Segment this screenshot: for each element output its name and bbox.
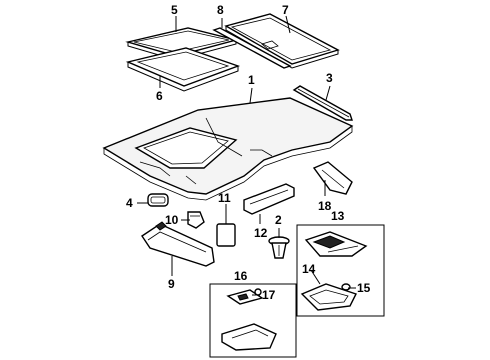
callout-16: 16 xyxy=(234,269,248,283)
part-2-push-clip xyxy=(268,236,290,259)
part-4-pad xyxy=(147,193,169,207)
callout-labels: 5 8 7 6 1 3 4 10 11 12 2 18 13 9 16 17 1… xyxy=(126,3,371,302)
callout-14: 14 xyxy=(302,262,316,276)
part-18-bracket xyxy=(312,161,353,195)
group-13-box xyxy=(296,224,385,317)
callout-13: 13 xyxy=(331,209,345,223)
callout-12: 12 xyxy=(254,226,268,240)
callout-4: 4 xyxy=(126,196,133,210)
callout-10: 10 xyxy=(165,213,179,227)
callout-9: 9 xyxy=(168,277,175,291)
callout-18: 18 xyxy=(318,199,332,213)
callout-17: 17 xyxy=(262,288,276,302)
callout-7: 7 xyxy=(282,3,289,17)
group-16-box xyxy=(209,283,297,358)
part-6-sunroof-frame xyxy=(125,47,241,92)
callout-15: 15 xyxy=(357,281,371,295)
callout-3: 3 xyxy=(326,71,333,85)
callout-8: 8 xyxy=(217,3,224,17)
callout-2: 2 xyxy=(275,213,282,227)
callout-1: 1 xyxy=(248,73,255,87)
part-8-trim-strip xyxy=(212,27,292,69)
callout-5: 5 xyxy=(171,3,178,17)
part-12-assist-handle xyxy=(243,183,295,215)
part-7-sunshade xyxy=(224,13,340,69)
part-3-weatherstrip xyxy=(292,85,353,121)
part-9-sun-visor xyxy=(141,221,215,267)
part-1-headliner xyxy=(102,97,354,201)
callout-6: 6 xyxy=(156,89,163,103)
part-11-cover xyxy=(216,223,236,247)
part-10-clip xyxy=(187,211,205,229)
callout-11: 11 xyxy=(218,191,231,205)
leader-lines xyxy=(137,15,356,296)
